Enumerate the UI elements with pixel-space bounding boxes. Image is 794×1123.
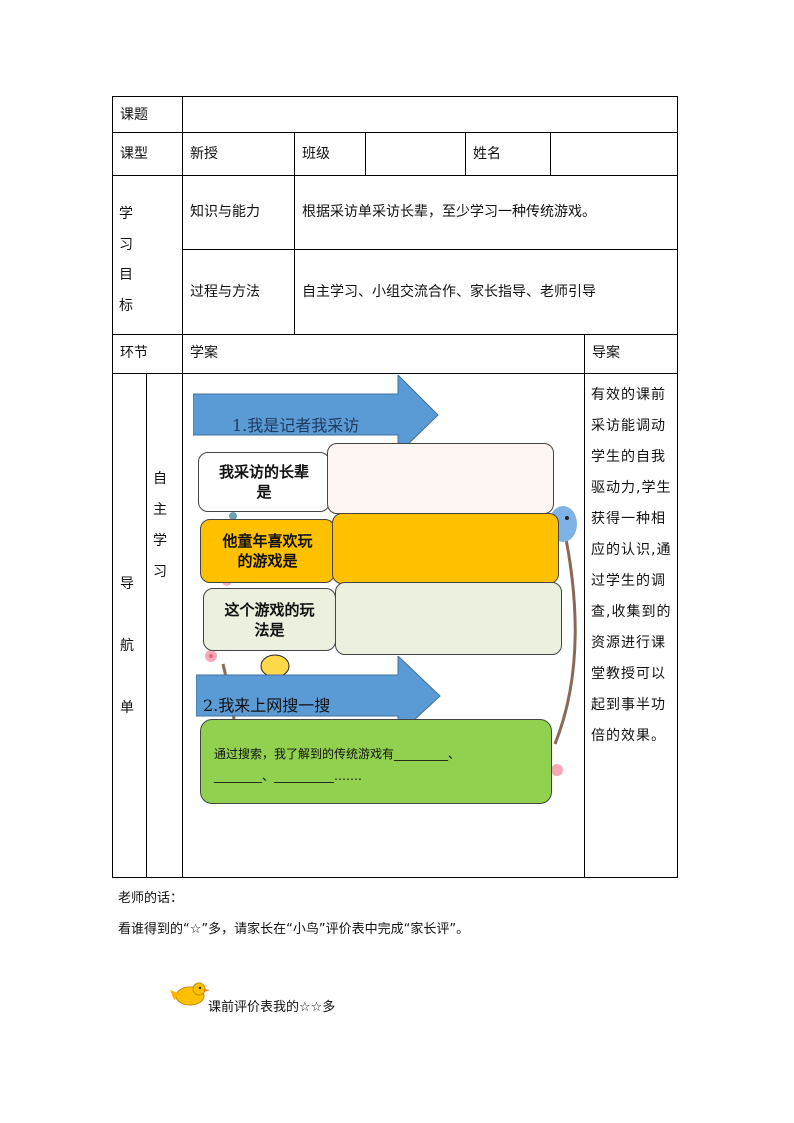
name-label: 姓名 — [473, 146, 501, 162]
bird-icon — [170, 982, 210, 1006]
search-answer-box[interactable] — [200, 719, 552, 804]
topic-label: 课题 — [120, 107, 148, 123]
q3-answer-box[interactable] — [335, 582, 562, 655]
arrow-banner-1 — [193, 375, 439, 455]
arrow1-text: 1.我是记者我采访 — [232, 416, 360, 435]
q3-label-box: 这个游戏的玩法是 — [203, 588, 336, 651]
teacher-words-label: 老师的话： — [118, 891, 184, 906]
q1-answer-box[interactable] — [327, 443, 554, 514]
guide-text: 有效的课前 采访能调动 学生的自我 驱动力,学生 获得一种相 应的认识,通 过学… — [591, 387, 672, 744]
plan-label: 学案 — [190, 345, 218, 361]
search-line-1: 通过搜索，我了解到的传统游戏有_________、 — [214, 747, 461, 761]
self-study-label: 自 主 学 习 — [153, 471, 167, 580]
goal1-text: 根据采访单采访长辈，至少学习一种传统游戏。 — [302, 204, 596, 220]
class-label: 班级 — [302, 146, 330, 162]
search-line-2: ________、__________……. — [214, 769, 362, 783]
goals-label: 学 习 目 标 — [119, 206, 133, 314]
eval-text: 课前评价表我的☆☆多 — [208, 1000, 336, 1015]
q2-answer-box[interactable] — [332, 513, 559, 584]
q2-label-box: 他童年喜欢玩的游戏是 — [200, 519, 335, 583]
arrow-banner-2 — [196, 656, 441, 736]
section-label: 环节 — [120, 345, 148, 361]
flower-icon — [205, 650, 217, 662]
q1-label-box: 我采访的长辈是 — [198, 452, 330, 512]
goal2-text: 自主学习、小组交流合作、家长指导、老师引导 — [302, 284, 596, 300]
teacher-words-text: 看谁得到的“☆”多，请家长在“小鸟”评价表中完成“家长评”。 — [118, 922, 470, 937]
goal1-label: 知识与能力 — [190, 204, 260, 220]
nav-label: 导 航 单 — [120, 576, 134, 716]
type-label: 课型 — [120, 146, 148, 162]
goal2-label: 过程与方法 — [190, 284, 260, 300]
guide-label: 导案 — [592, 345, 620, 361]
type-value: 新授 — [190, 146, 218, 162]
arrow2-text: 2.我来上网搜一搜 — [203, 696, 331, 715]
flower-icon — [551, 764, 563, 776]
